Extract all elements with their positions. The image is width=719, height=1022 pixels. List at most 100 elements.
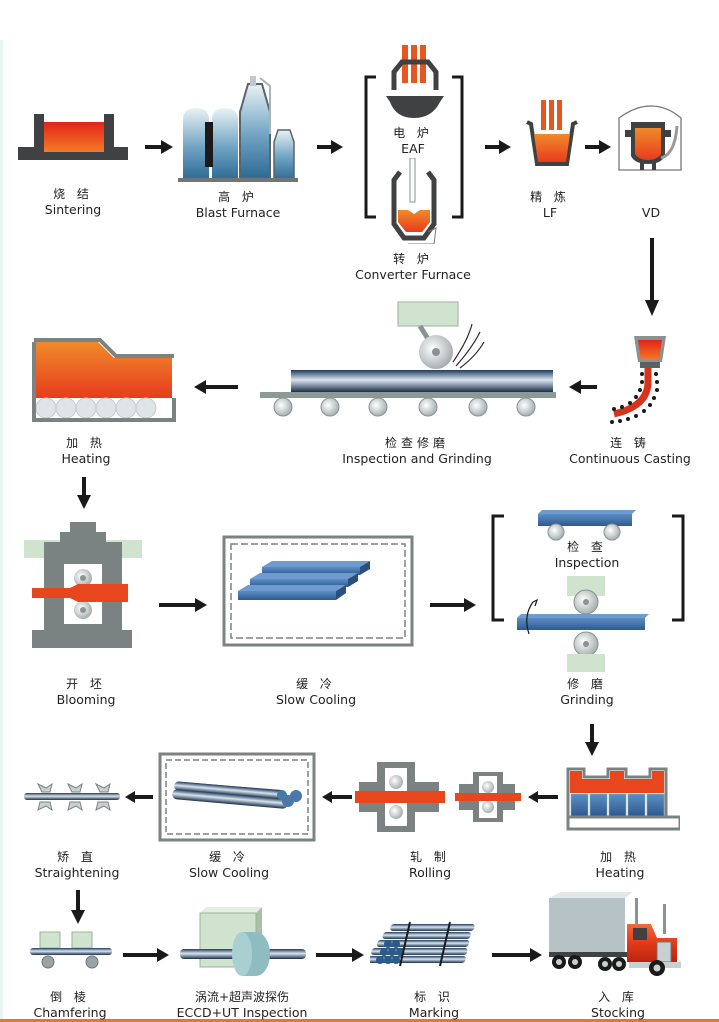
lf-label: 精 炼 LF [530,190,570,220]
sintering-label-cn: 烧 结 [53,187,93,201]
blast-furnace-icon [178,76,298,182]
arrow-right-icon [317,140,343,154]
straightening-label-cn: 矫 直 [57,850,97,864]
grinding-label-en: Grinding [560,692,614,707]
lf-label-cn: 精 炼 [530,190,570,204]
blooming-label: 开 坯 Blooming [57,677,116,707]
rolling-label-en: Rolling [408,865,452,880]
grinding-step [515,574,655,674]
eddy-current-ut-tester-icon [180,907,306,976]
sintering-step [18,112,130,168]
slow-cooling-2-step [158,752,316,842]
arrow-right-icon [585,140,611,154]
eaf-label-cn: 电 炉 [393,126,433,140]
stocking-label-en: Stocking [591,1005,645,1020]
bottom-rule [0,1019,719,1022]
grinding-label-cn: 修 磨 [567,677,607,691]
inspection-grinding-label-en: Inspection and Grinding [342,451,492,466]
blast-furnace-label-cn: 高 炉 [218,190,258,204]
chamfering-label-cn: 倒 棱 [50,990,90,1004]
inspection-grinding-label: 检查修磨 Inspection and Grinding [342,436,492,466]
converter-label: 转 炉 Converter Furnace [355,252,471,282]
blast-furnace-label: 高 炉 Blast Furnace [196,190,281,220]
eaf-label-en: EAF [401,141,425,156]
arrow-down-icon [645,238,659,316]
continuous-caster-icon [610,336,666,424]
heating-2-step [566,767,680,831]
blooming-label-cn: 开 坯 [66,677,106,691]
straightening-step [24,782,120,812]
lf-step [525,100,579,170]
blast-furnace-label-en: Blast Furnace [195,205,281,220]
eccd-ut-label: 涡流+超声波探伤 ECCD+UT Inspection [177,990,308,1020]
heating-1-label-en: Heating [61,451,111,466]
chamfering-step [30,930,114,972]
slow-cooling-2-label-cn: 缓 冷 [209,850,249,864]
arrow-down-icon [585,724,599,756]
blooming-step [22,520,144,650]
arrow-down-icon [77,477,91,509]
stocking-label: 入 库 Stocking [591,990,645,1020]
eccd-ut-step [180,905,308,979]
chamfering-machine-icon [30,931,112,969]
electric-arc-furnace-icon [386,45,444,118]
continuous-casting-label-cn: 连 铸 [610,436,650,450]
arrow-right-icon [492,948,542,962]
arrow-right-icon [485,140,511,154]
continuous-casting-label: 连 铸 Continuous Casting [569,436,691,466]
slow-cooling-2-label: 缓 冷 Slow Cooling [189,850,269,880]
grinding-label: 修 磨 Grinding [560,677,614,707]
sintering-bed-icon [18,114,128,160]
marking-label-cn: 标 识 [414,990,454,1004]
arrow-right-icon [316,948,364,962]
inspection-label-en: Inspection [554,555,620,570]
sintering-label: 烧 结 Sintering [45,187,101,217]
walking-beam-furnace-icon [566,767,680,831]
inspection-grinding-label-cn: 检查修磨 [384,436,450,450]
reheating-furnace-icon [32,338,176,422]
converter-furnace-icon [391,158,437,244]
blooming-mill-icon [24,522,142,648]
converter-label-cn: 转 炉 [393,252,433,266]
straightening-rolls-icon [24,782,120,812]
slow-cooling-2-label-en: Slow Cooling [188,865,270,880]
eaf-label: 电 炉 EAF [393,126,433,156]
vd-step [615,104,685,174]
inspection-label-cn: 检 查 [567,540,607,554]
rolling-label: 轧 制 Rolling [409,850,451,880]
rolling-label-cn: 轧 制 [410,850,450,864]
arrow-left-icon [528,791,558,803]
vacuum-degassing-icon [618,105,682,171]
inspection-grinding-bracket [491,514,685,622]
inspection-step [536,510,638,542]
continuous-casting-step [602,334,674,424]
continuous-casting-label-en: Continuous Casting [569,451,691,466]
chamfering-label: 倒 棱 Chamfering [33,990,106,1020]
slow-cooling-1-label-en: Slow Cooling [275,692,357,707]
marking-step [370,920,482,972]
heating-1-label: 加 热 Heating [62,436,111,466]
arrow-right-icon [430,598,476,612]
rolling-mill-icon [355,762,521,832]
arrow-right-icon [159,598,207,612]
chamfering-label-en: Chamfering [33,1005,107,1020]
heating-2-label-cn: 加 热 [600,850,640,864]
grinding-wheel-icon [517,576,649,672]
inspection-grinding-step [258,300,558,420]
sintering-label-en: Sintering [44,202,102,217]
lf-label-en: LF [542,205,558,220]
left-edge-strip [0,40,3,1022]
heating-2-label: 加 热 Heating [596,850,645,880]
arrow-right-icon [123,948,169,962]
converter-step [388,158,440,244]
arrow-right-icon [145,140,173,154]
converter-label-en: Converter Furnace [355,267,471,282]
eccd-ut-label-en: ECCD+UT Inspection [176,1005,308,1020]
ladle-furnace-icon [526,100,578,166]
straightening-label: 矫 直 Straightening [35,850,120,880]
slow-cooling-1-step [222,535,414,647]
heating-1-step [32,338,176,422]
arrow-left-icon [322,791,352,803]
bar-bundle-icon [370,921,475,967]
slow-cooling-1-label-cn: 缓 冷 [296,677,336,691]
